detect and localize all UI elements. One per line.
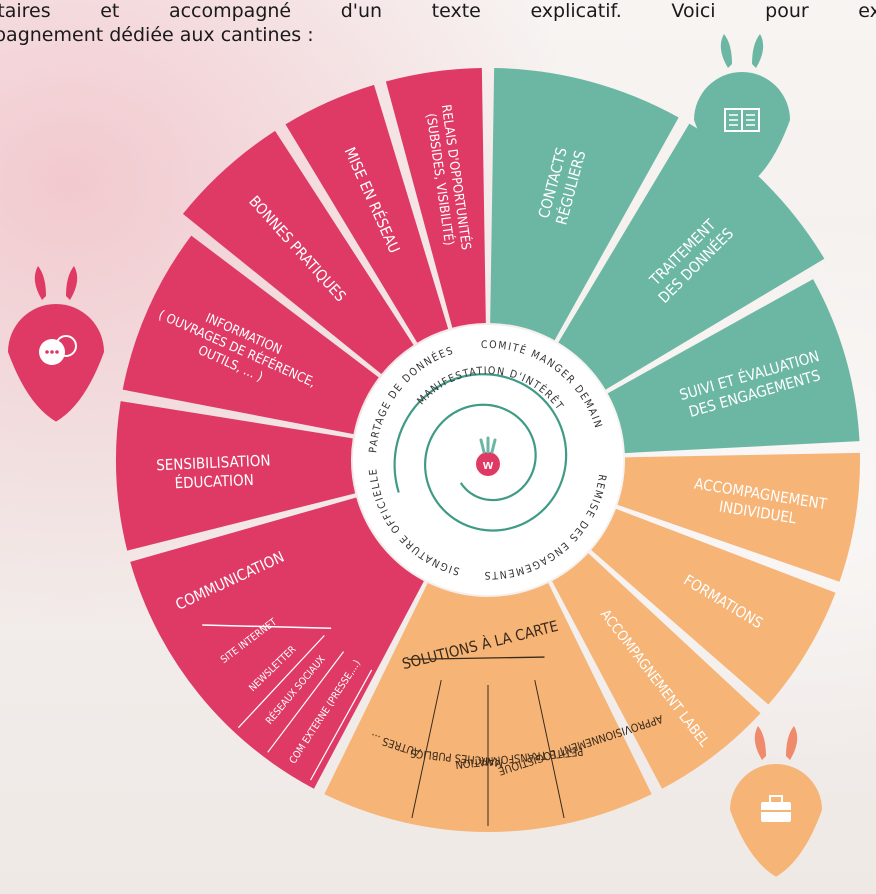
book-icon	[724, 108, 760, 132]
solutions-underline	[407, 656, 545, 660]
briefcase-icon	[761, 795, 791, 822]
segment-suivi-evaluation	[607, 279, 860, 454]
segment-bonnes-pratiques	[182, 130, 414, 374]
chat-pin	[8, 266, 104, 422]
chat-pin-leaves	[34, 266, 78, 300]
segment-relais-opportunites	[385, 68, 486, 328]
segment-contacts-reguliers	[490, 68, 679, 341]
communication-sub-divider	[267, 651, 345, 753]
chat-bubbles-icon	[39, 335, 77, 365]
briefcase-pin	[730, 726, 822, 877]
book-pin	[694, 34, 790, 190]
segment-sensibilisation	[116, 401, 356, 551]
segment-formations	[591, 508, 836, 705]
segment-accompagnement-individuel	[617, 452, 860, 582]
center-radish-leaves	[479, 436, 497, 454]
intro-line-1: itaires et accompagné d'un texte explica…	[0, 0, 876, 22]
segment-traitement-donnees	[558, 123, 825, 390]
segment-information	[122, 235, 379, 435]
segment-sensibilisation-label: ÉDUCATION	[174, 470, 254, 492]
segment-communication	[130, 497, 424, 789]
communication-sub-divider	[237, 635, 325, 729]
segment-sensibilisation-label: SENSIBILISATION	[156, 451, 271, 474]
intro-line-2: pagnement dédiée aux cantines :	[0, 24, 314, 46]
center-spiral	[393, 373, 568, 532]
book-pin-leaves	[720, 34, 764, 68]
briefcase-pin-leaves	[754, 726, 798, 760]
wheel-sub-dividers	[202, 624, 565, 826]
solutions-sub-divider	[411, 679, 442, 819]
segment-accompagnement-label	[552, 553, 761, 789]
center-logo-letter: w	[482, 457, 494, 472]
communication-underline	[202, 624, 332, 629]
solutions-sub-divider	[534, 679, 565, 819]
communication-sub-divider	[310, 669, 373, 781]
center-radish-logo	[476, 452, 500, 476]
segment-mise-en-reseau	[285, 84, 449, 343]
icon-pins	[8, 34, 822, 877]
